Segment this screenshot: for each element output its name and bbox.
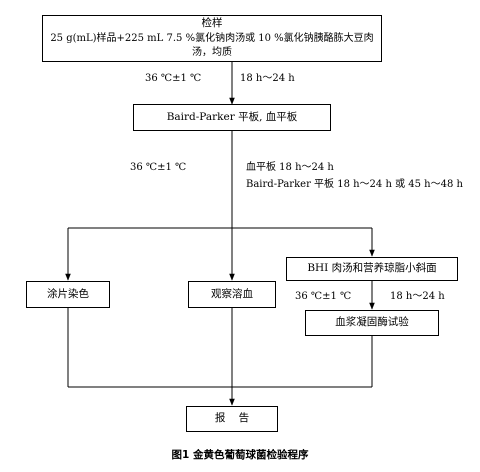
smear-text: 涂片染色	[47, 287, 89, 300]
baird-parker-text: Baird-Parker 平板, 血平板	[166, 110, 298, 123]
smear-box: 涂片染色	[26, 281, 110, 308]
hemolysis-text: 观察溶血	[211, 287, 253, 300]
sample-text: 25 g(mL)样品+225 mL 7.5 %氯化钠肉汤或 10 %氯化钠胰酪胨…	[50, 32, 374, 59]
step2-time-line1: 血平板 18 h～24 h	[246, 162, 334, 173]
step1-temp: 36 ℃±1 ℃	[145, 73, 202, 84]
sample-title: 检样	[201, 17, 223, 30]
step1-time: 18 h～24 h	[240, 73, 295, 84]
bhi-text: BHI 肉汤和营养琼脂小斜面	[307, 262, 437, 275]
coagulase-text: 血浆凝固酶试验	[335, 316, 409, 329]
baird-parker-box: Baird-Parker 平板, 血平板	[133, 104, 331, 131]
step3-temp: 36 ℃±1 ℃	[295, 291, 352, 302]
step2-temp: 36 ℃±1 ℃	[130, 162, 187, 173]
figure-caption: 图1 金黄色葡萄球菌检验程序	[171, 449, 309, 461]
report-box: 报 告	[186, 406, 278, 432]
coagulase-box: 血浆凝固酶试验	[305, 310, 439, 336]
report-text: 报 告	[214, 412, 250, 425]
bhi-box: BHI 肉汤和营养琼脂小斜面	[286, 257, 458, 281]
step2-time-line2: Baird-Parker 平板 18 h～24 h 或 45 h～48 h	[246, 179, 463, 190]
hemolysis-box: 观察溶血	[188, 281, 276, 308]
sample-box: 检样 25 g(mL)样品+225 mL 7.5 %氯化钠肉汤或 10 %氯化钠…	[42, 15, 382, 62]
step3-time: 18 h～24 h	[390, 291, 445, 302]
